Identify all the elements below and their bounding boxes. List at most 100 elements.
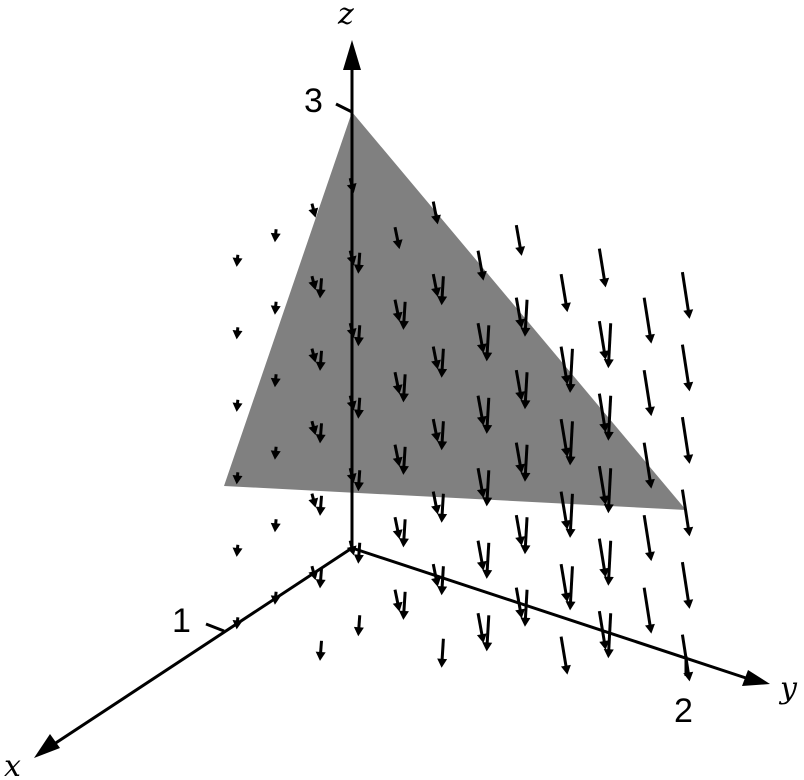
field-arrow-icon (232, 472, 243, 485)
field-arrow-icon (559, 273, 571, 313)
field-arrow-head (645, 333, 655, 344)
field-arrow-head (437, 585, 448, 596)
field-arrow-icon (353, 615, 364, 637)
field-arrow-head (232, 402, 243, 412)
field-arrow-icon (437, 638, 448, 668)
field-arrow-head (565, 456, 576, 466)
field-arrow-shaft (559, 273, 568, 307)
field-arrow-shaft (523, 517, 529, 549)
field-arrow-shaft (485, 325, 491, 357)
field-arrow-shaft (514, 442, 523, 469)
field-arrow-shaft (642, 442, 652, 484)
field-arrow-head (476, 270, 487, 281)
field-arrow-head (599, 277, 610, 288)
field-arrow-head (437, 440, 448, 451)
field-arrow-head (392, 529, 403, 540)
field-arrow-head (603, 576, 614, 586)
field-arrow-icon (431, 346, 441, 370)
field-arrow-icon (597, 538, 610, 578)
field-arrow-head (482, 642, 493, 652)
field-arrow-head (515, 608, 526, 619)
field-arrow-shaft (680, 271, 691, 314)
y-axis (351, 546, 753, 682)
field-arrow-icon (353, 325, 364, 347)
field-arrow-head (560, 592, 571, 603)
field-arrow-icon (514, 587, 526, 619)
field-arrow-icon (270, 374, 281, 388)
field-arrow-head (353, 336, 364, 347)
field-arrow-head (308, 425, 319, 436)
field-arrow-icon (565, 566, 576, 611)
field-arrow-icon (565, 421, 576, 466)
field-arrow-icon (315, 278, 326, 299)
field-arrow-icon (398, 374, 409, 403)
field-arrow-icon (597, 393, 610, 433)
field-arrow-head (560, 519, 571, 530)
field-arrow-shaft (597, 320, 607, 355)
field-arrow-head (599, 422, 610, 433)
field-arrow-icon (603, 395, 614, 441)
field-arrow-icon (353, 252, 364, 274)
field-arrow-head (353, 626, 364, 637)
field-arrow-shaft (642, 297, 652, 339)
field-arrow-icon (270, 229, 281, 243)
field-arrow-shaft (568, 348, 574, 388)
field-arrow-icon (514, 514, 526, 546)
field-arrow-head (431, 577, 441, 587)
field-arrow-icon (514, 442, 526, 474)
field-arrow-icon (642, 297, 655, 344)
field-arrow-head (353, 554, 364, 564)
field-arrow-icon (520, 589, 531, 627)
field-arrow-shaft (607, 395, 613, 436)
field-arrow-head (515, 463, 526, 474)
field-arrow-head (315, 506, 326, 516)
field-arrow-icon (392, 516, 403, 540)
field-arrow-icon (482, 542, 493, 579)
field-arrow-shaft (485, 542, 491, 574)
field-arrow-head (515, 246, 526, 256)
field-arrow-head (482, 424, 493, 434)
field-arrow-head (683, 454, 694, 464)
field-arrow-head (308, 352, 319, 363)
z-tick-mark (335, 102, 353, 114)
field-arrow-shaft (597, 610, 607, 645)
field-arrow-shaft (476, 322, 484, 349)
field-arrow-head (599, 640, 610, 650)
field-arrow-icon (597, 465, 610, 505)
field-arrow-head (437, 513, 448, 523)
field-arrow-shaft (402, 301, 407, 325)
field-arrow-icon (642, 587, 655, 634)
field-arrow-head (308, 497, 319, 508)
field-arrow-head (437, 295, 448, 306)
x-tick-mark (205, 622, 225, 633)
field-arrow-head (353, 264, 364, 274)
field-arrow-head (565, 601, 576, 611)
field-arrow-head (398, 393, 409, 403)
field-arrow-shaft (440, 276, 445, 300)
field-arrow-shaft (607, 468, 613, 508)
vector-field (232, 177, 694, 682)
field-arrow-icon (437, 493, 448, 523)
field-arrow-icon (603, 468, 614, 514)
field-arrow-head (482, 497, 493, 507)
field-arrow-icon (520, 299, 531, 337)
field-arrow-icon (514, 369, 526, 401)
field-arrow-shaft (514, 297, 523, 324)
field-arrow-icon (476, 540, 487, 571)
field-arrow-head (232, 474, 243, 485)
field-arrow-icon (308, 493, 319, 508)
field-arrow-icon (270, 519, 281, 533)
field-arrow-icon (642, 442, 655, 489)
field-arrow-shaft (476, 612, 484, 639)
field-arrow-head (520, 327, 531, 337)
field-arrow-shaft (568, 566, 574, 606)
field-arrow-icon (232, 544, 243, 557)
field-arrow-icon (315, 350, 326, 371)
field-arrow-head (565, 383, 576, 393)
field-arrow-icon (353, 470, 364, 492)
y-tick-label: 2 (674, 692, 693, 730)
field-arrow-head (232, 547, 243, 557)
field-arrow-head (437, 658, 448, 668)
field-arrow-icon (476, 467, 487, 499)
